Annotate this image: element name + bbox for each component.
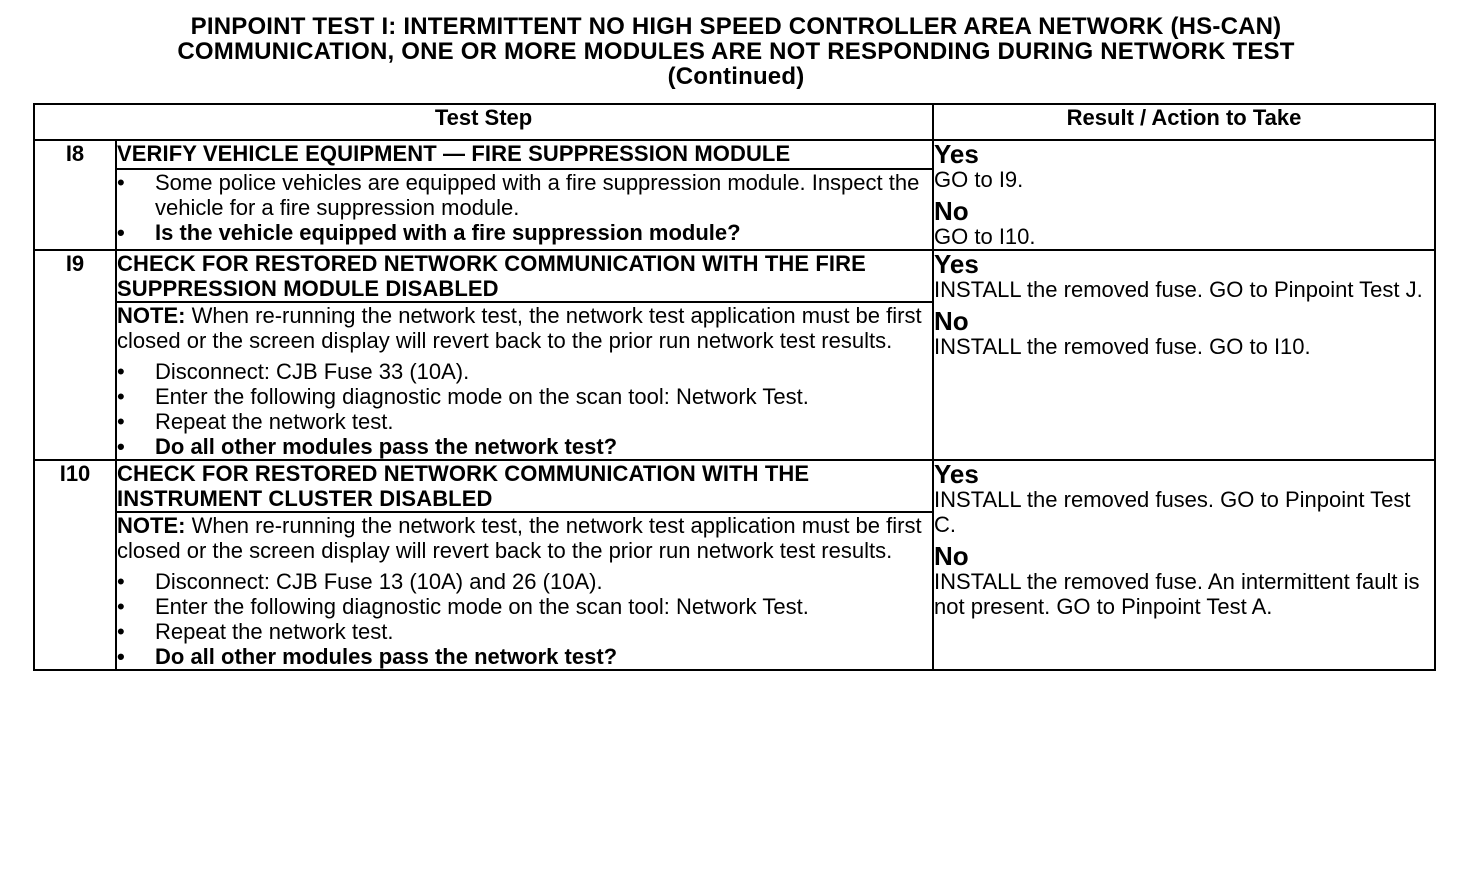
step-question: Do all other modules pass the network te… [117,644,932,669]
list-item: Disconnect: CJB Fuse 33 (10A). [117,359,932,384]
step-title: VERIFY VEHICLE EQUIPMENT — FIRE SUPPRESS… [114,139,935,170]
step-bullet-list: Disconnect: CJB Fuse 13 (10A) and 26 (10… [117,569,932,669]
step-id: I9 [33,249,117,302]
no-action: GO to I10. [934,224,1036,249]
step-note: NOTE: When re-running the network test, … [117,513,932,563]
yes-action: GO to I9. [934,167,1024,192]
list-item: Some police vehicles are equipped with a… [117,170,932,220]
title-line-1: PINPOINT TEST I: INTERMITTENT NO HIGH SP… [190,13,1282,40]
no-label: No [934,196,969,226]
no-action: INSTALL the removed fuse. GO to I10. [934,334,1311,359]
table-header-row: Test Step Result / Action to Take [32,103,1437,141]
step-bullet-list: Some police vehicles are equipped with a… [117,170,932,245]
no-action: INSTALL the removed fuse. An intermitten… [934,569,1420,619]
step-id: I8 [33,139,117,169]
header-result-action: Result / Action to Take [932,103,1437,141]
list-item: Enter the following diagnostic mode on t… [117,384,932,409]
step-id: I10 [33,459,117,512]
document-title: PINPOINT TEST I: INTERMITTENT NO HIGH SP… [0,14,1472,89]
step-question: Do all other modules pass the network te… [117,434,932,459]
step-bullet-list: Disconnect: CJB Fuse 33 (10A).Enter the … [117,359,932,459]
step-instructions: Some police vehicles are equipped with a… [114,167,935,252]
yes-action: INSTALL the removed fuse. GO to Pinpoint… [934,277,1423,302]
step-id-spacer [33,302,117,461]
step-body-row: NOTE: When re-running the network test, … [33,511,1435,671]
list-item: Repeat the network test. [117,409,932,434]
list-item: Enter the following diagnostic mode on t… [117,594,932,619]
step-id-spacer [33,168,117,252]
step-id-spacer [33,512,117,671]
step-instructions: NOTE: When re-running the network test, … [114,511,935,671]
yes-label: Yes [934,249,979,279]
step-body-row: Some police vehicles are equipped with a… [33,167,1435,252]
note-text: When re-running the network test, the ne… [117,513,922,563]
step-note: NOTE: When re-running the network test, … [117,303,932,353]
yes-label: Yes [934,459,979,489]
yes-action: INSTALL the removed fuses. GO to Pinpoin… [934,487,1411,537]
title-line-2: COMMUNICATION, ONE OR MORE MODULES ARE N… [177,38,1295,65]
step-title: CHECK FOR RESTORED NETWORK COMMUNICATION… [114,459,935,513]
title-line-3: (Continued) [667,63,805,90]
step-body-row: NOTE: When re-running the network test, … [33,301,1435,461]
note-text: When re-running the network test, the ne… [117,303,922,353]
step-question: Is the vehicle equipped with a fire supp… [117,220,932,245]
yes-label: Yes [934,139,979,169]
header-test-step: Test Step [32,103,935,141]
note-label: NOTE: [117,513,186,538]
step-instructions: NOTE: When re-running the network test, … [114,301,935,461]
note-label: NOTE: [117,303,186,328]
list-item: Disconnect: CJB Fuse 13 (10A) and 26 (10… [117,569,932,594]
no-label: No [934,306,969,336]
step-title: CHECK FOR RESTORED NETWORK COMMUNICATION… [114,249,935,303]
list-item: Repeat the network test. [117,619,932,644]
no-label: No [934,541,969,571]
